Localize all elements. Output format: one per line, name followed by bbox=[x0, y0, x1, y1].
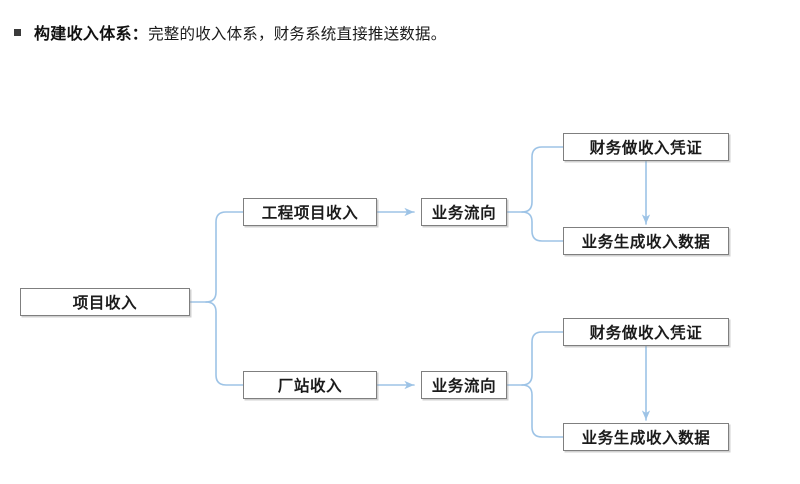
node-branch-a-source[interactable]: 工程项目收入 bbox=[243, 198, 377, 226]
node-branch-b-source[interactable]: 厂站收入 bbox=[243, 371, 377, 399]
node-branch-a-flow[interactable]: 业务流向 bbox=[421, 198, 507, 226]
connector-flow-a-to-outcome-bottom bbox=[521, 211, 564, 242]
bullet-heading: 构建收入体系： 完整的收入体系，财务系统直接推送数据。 bbox=[14, 20, 446, 44]
node-branch-b-outcome-top[interactable]: 财务做收入凭证 bbox=[563, 318, 729, 346]
node-branch-b-flow[interactable]: 业务流向 bbox=[421, 371, 507, 399]
node-branch-b-outcome-bottom[interactable]: 业务生成收入数据 bbox=[563, 423, 729, 451]
connector-root-to-branch-b bbox=[205, 301, 244, 386]
node-branch-a-outcome-top[interactable]: 财务做收入凭证 bbox=[563, 133, 729, 161]
heading-strong-text: 构建收入体系： bbox=[34, 26, 149, 43]
connector-flow-b-to-outcome-bottom bbox=[521, 384, 564, 438]
square-bullet-icon bbox=[14, 29, 21, 36]
connector-flow-b-to-outcome-top bbox=[521, 331, 564, 386]
node-root[interactable]: 项目收入 bbox=[20, 288, 190, 316]
heading-body-text: 完整的收入体系，财务系统直接推送数据。 bbox=[148, 26, 447, 43]
connector-flow-a-to-outcome-top bbox=[521, 146, 564, 213]
connector-root-to-branch-a bbox=[205, 211, 244, 303]
node-branch-a-outcome-bottom[interactable]: 业务生成收入数据 bbox=[563, 227, 729, 255]
